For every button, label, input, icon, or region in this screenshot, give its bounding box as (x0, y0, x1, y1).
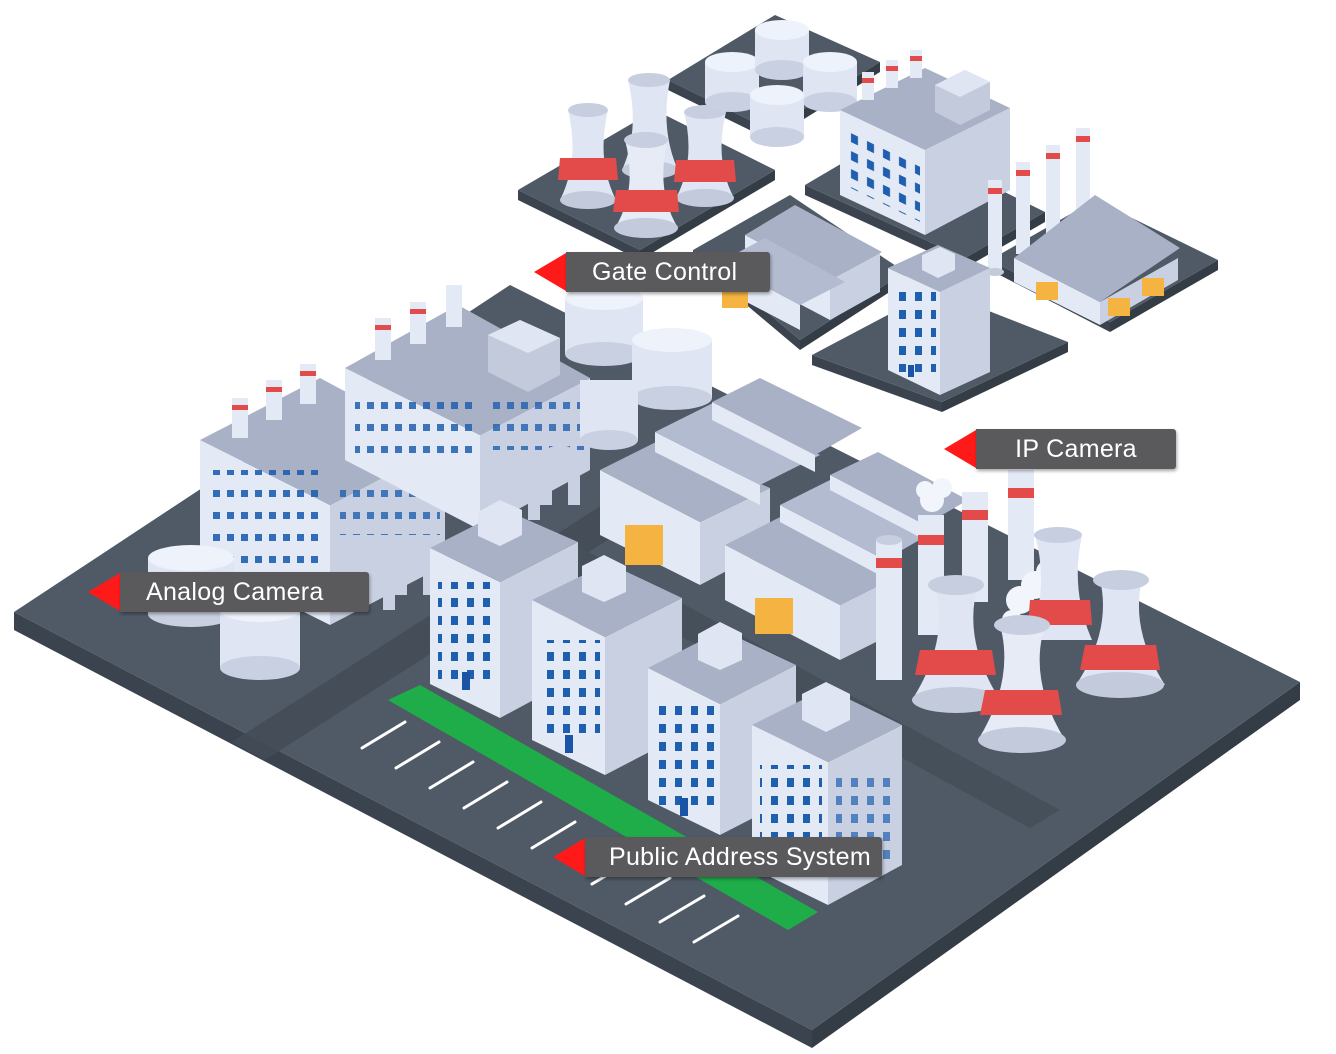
chimneys-right (876, 470, 1034, 680)
office-building-top (888, 245, 990, 395)
gate-control-label: Gate Control (566, 252, 770, 292)
public-address-callout[interactable]: Public Address System (553, 837, 882, 877)
analog-camera-label: Analog Camera (120, 572, 369, 612)
warehouse-right (1014, 195, 1180, 325)
storage-tanks-middle (565, 286, 712, 450)
triangle-pointer-icon (88, 573, 120, 611)
gate-control-callout[interactable]: Gate Control (534, 252, 770, 292)
warehouse-sheds-middle (600, 378, 968, 660)
factory-top-right (840, 50, 1010, 235)
analog-camera-callout[interactable]: Analog Camera (88, 572, 369, 612)
triangle-pointer-icon (534, 253, 566, 291)
chimneys-top-right (986, 128, 1090, 276)
public-address-label: Public Address System (585, 837, 882, 877)
storage-tanks-top (705, 20, 857, 147)
cooling-towers-top (558, 73, 736, 238)
ip-camera-label: IP Camera (976, 429, 1176, 469)
cooling-towers-right (912, 527, 1165, 753)
triangle-pointer-icon (553, 838, 585, 876)
triangle-pointer-icon (944, 430, 976, 468)
ip-camera-callout[interactable]: IP Camera (944, 429, 1176, 469)
